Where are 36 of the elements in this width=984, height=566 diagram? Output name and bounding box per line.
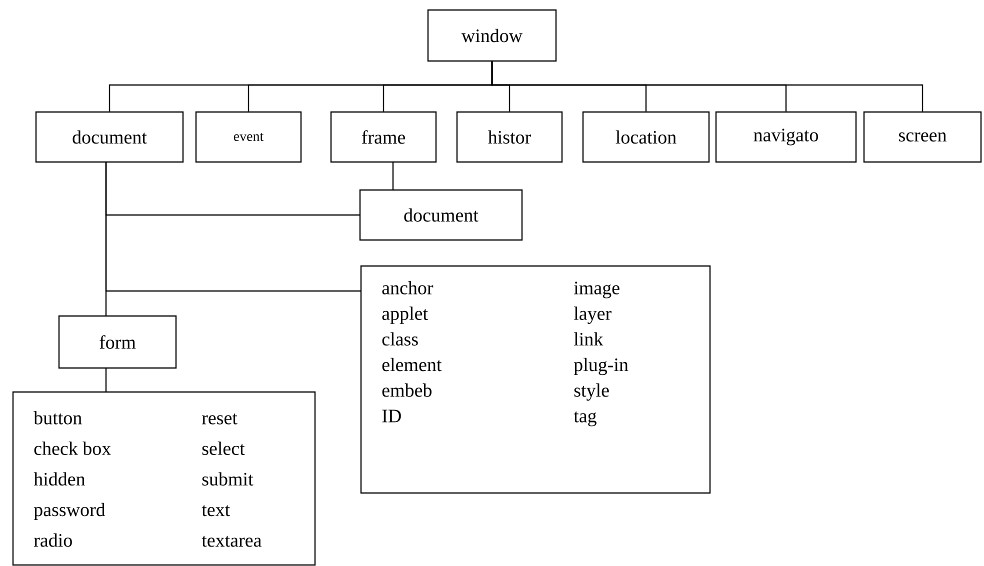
list-item: link [574,332,604,346]
connector-line [392,162,394,190]
object-box: window [427,9,557,62]
list-item: submit [202,472,254,486]
list-item: password [34,502,106,520]
list-item: image [574,282,620,298]
connector-line [491,62,924,112]
list-item: anchor [382,281,434,294]
object-box: navigato [715,111,857,163]
object-box: event [195,111,302,163]
list-item: embeb [382,383,432,397]
list-item: check box [34,442,111,455]
list-item: textarea [202,536,262,547]
object-box: frame [330,111,437,163]
list-item: class [382,332,418,346]
object-box: form [58,315,177,369]
list-item: button [34,411,82,424]
list-item: layer [574,306,612,324]
list-item: select [202,442,245,455]
list-item: plug-in [574,358,628,376]
connector-line [105,162,107,316]
object-box: screen [863,111,982,163]
connector-line [105,368,107,392]
object-box: document [359,189,523,241]
object-box: document [35,111,184,163]
list-item: text [202,505,230,516]
list-item: radio [34,533,72,547]
list-item: style [574,383,609,401]
list-item: hidden [34,472,86,486]
object-box: location [582,111,710,163]
list-item: element [382,358,442,372]
list-item: ID [382,410,401,422]
list-item: reset [202,414,238,424]
object-box: histor [456,111,563,163]
list-item: applet [382,306,428,324]
list-item: tag [574,412,596,426]
